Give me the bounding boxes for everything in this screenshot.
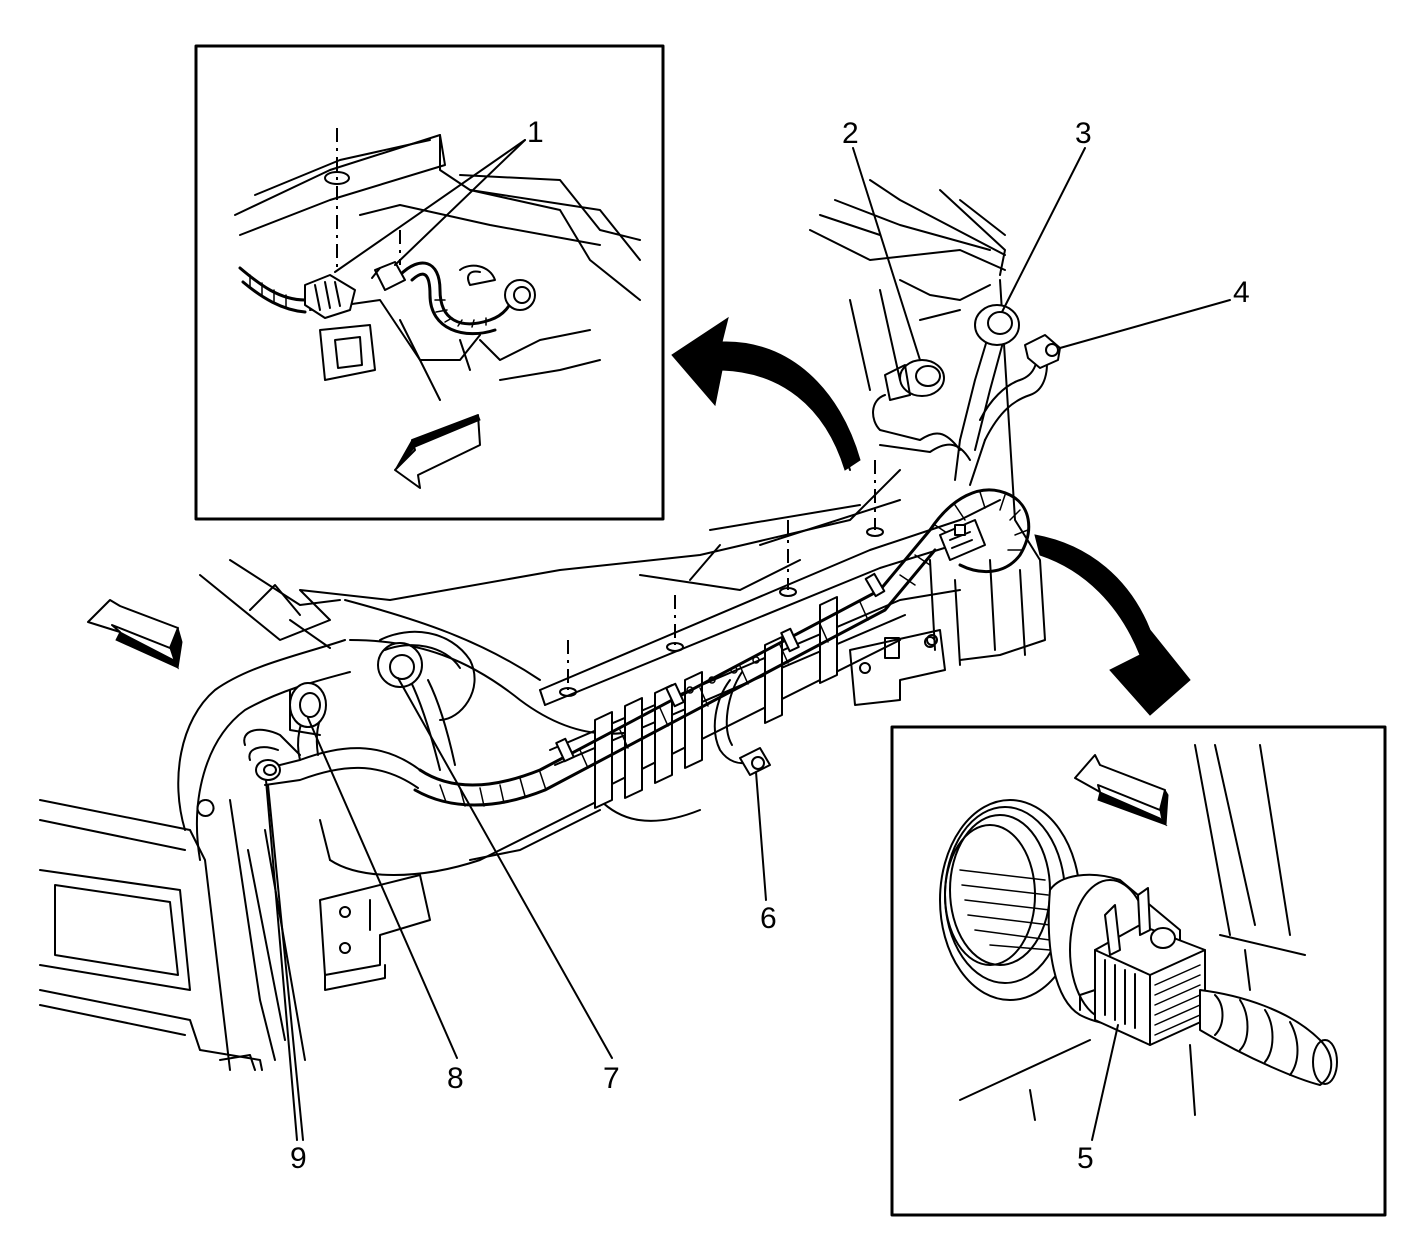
callout-8: 8 (447, 1062, 464, 1095)
left-quarter-panel (39, 639, 351, 1071)
socket-8 (289, 682, 327, 736)
main-view (39, 179, 1061, 1071)
connector-6 (739, 747, 771, 776)
callout-labels: 1 2 3 4 5 6 7 8 9 (290, 116, 1250, 1175)
callout-3: 3 (1075, 117, 1092, 150)
callout-2: 2 (842, 117, 859, 150)
view-arrow-upper-icon (671, 316, 861, 471)
socket-3 (974, 304, 1020, 346)
callout-9: 9 (290, 1142, 307, 1175)
socket-7 (377, 630, 476, 721)
direction-arrow-icon (87, 599, 183, 670)
callout-6: 6 (760, 902, 777, 935)
conduit-ribs (439, 491, 1029, 807)
callout-4: 4 (1233, 276, 1250, 309)
right-quarter-panel (809, 179, 1046, 666)
callout-5: 5 (1077, 1142, 1094, 1175)
view-arrow-lower-icon (1034, 534, 1191, 716)
leader-lines (265, 147, 1231, 1141)
callout-1: 1 (527, 116, 544, 149)
wiring-harness (259, 329, 1048, 807)
inset-view-1 (194, 44, 665, 521)
connector-4 (1024, 334, 1061, 369)
trunk-deck (199, 469, 901, 735)
connector-5-main (939, 519, 986, 561)
lower-brackets (319, 629, 946, 991)
socket-2 (884, 359, 945, 401)
inset-view-2 (890, 725, 1387, 1217)
callout-7: 7 (603, 1062, 620, 1095)
socket-9 (243, 728, 301, 781)
